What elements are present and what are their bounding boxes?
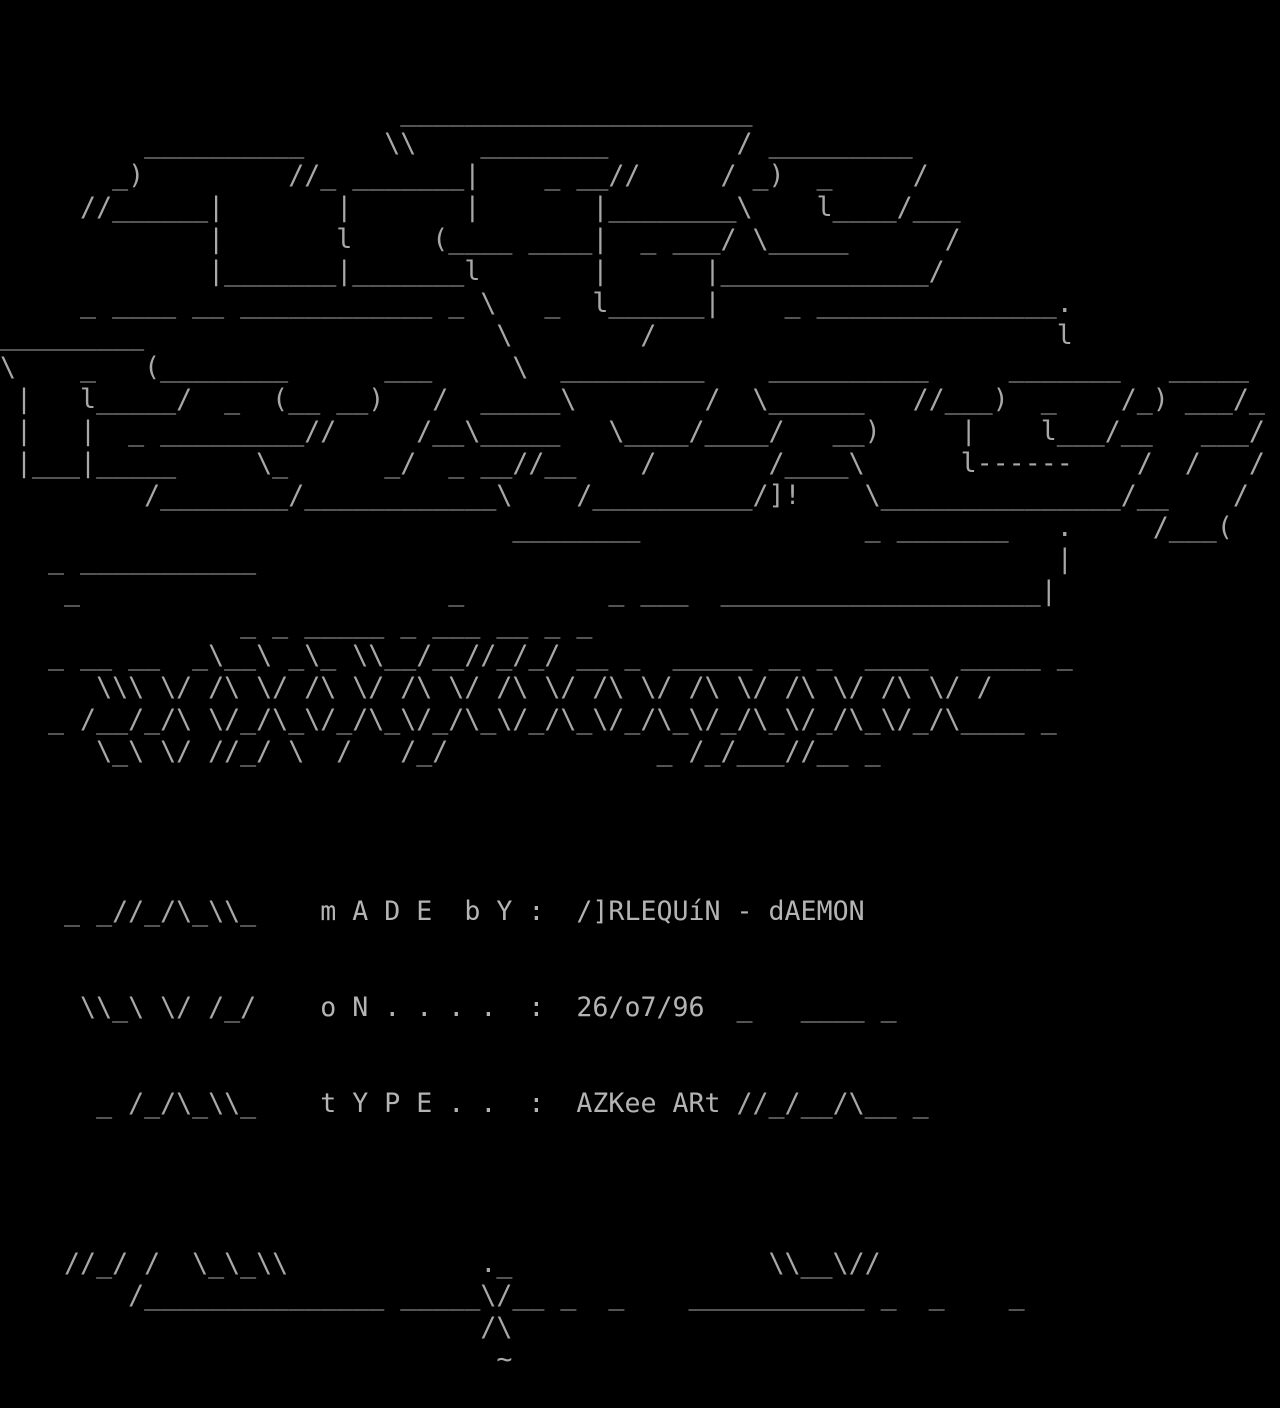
ascii-row: | l (____ ____| _ ___/ \_____ / [0,224,961,255]
ascii-row: | | _ _________// /__\_____ \____/____/ … [0,416,1265,447]
ascii-row: _ /__/_/\ \/_/\_\/_/\_\/_/\_\/_/\_\/_/\_… [0,704,1057,735]
ascii-row: __________ \\ ________ / _________ [0,128,913,159]
ascii-row: \\\ \/ /\ \/ /\ \/ /\ \/ /\ \/ /\ \/ /\ … [0,672,993,703]
ascii-row: ________ _ _______ . /___( [0,512,1233,543]
credits-block: _ _//_/\_\\_ m A D E b Y : /]RLEQUíN - d… [0,832,1280,1184]
ascii-row: _ _ _____ _ ___ __ _ _ [0,608,593,639]
type-label: t Y P E . . : [320,1088,545,1119]
credit-row-date: \\_\ \/ /_/ o N . . . . : 26/o7/96 _ ___… [0,992,1280,1024]
art-fragment: //_/__/\__ _ [720,1088,929,1119]
ascii-row: | l_____/ _ (__ __) / _____\ / \______ /… [0,384,1265,415]
ascii-row: \_\ \/ //_/ \ / /_/ _ /_/___//__ _ [0,736,881,767]
ascii-row: _ _ _ ___ ____________________| [0,576,1057,607]
terminal-screen: ______________________ __________ \\ ___… [0,64,1280,1375]
date-label: o N . . . . : [320,992,545,1023]
ascii-row: //______| | | |________\ l____/___ [0,192,961,223]
ascii-art-logo: ______________________ __________ \\ ___… [0,64,1280,768]
credit-row-author: _ _//_/\_\\_ m A D E b Y : /]RLEQUíN - d… [0,896,1280,928]
ascii-row: _ __ __ _\__\ _\_ \\__/__//_/_/ __ _ ___… [0,640,1073,671]
ascii-row: _ ___________ | [0,544,1073,575]
ascii-row: |_______|_______l | |_____________/ [0,256,945,287]
ascii-row: //_/ / \_\_\\ ._ \\__\// [0,1248,881,1279]
ascii-row: \ _ (________ ___ \ _________ __________… [0,352,1249,383]
author-label: m A D E b Y : [320,896,545,927]
author-value: /]RLEQUíN - dAEMON [576,896,865,927]
art-fragment: _ _//_/\_\\_ [0,896,321,927]
date-value: 26/o7/96 [576,992,705,1023]
ascii-row: /\ [0,1312,513,1343]
ascii-row: _) //_ _______| _ __// / _) _ / [0,160,929,191]
ascii-art-footer: //_/ / \_\_\\ ._ \\__\// /______________… [0,1248,1280,1376]
ascii-row: ______________________ [0,96,753,127]
credit-row-type: _ /_/\_\\_ t Y P E . . : AZKee ARt //_/_… [0,1088,1280,1120]
ascii-row: _ ____ __ ____________ _ \ _ l______| _ … [0,288,1073,319]
ascii-row: /_______________ _____\/__ _ _ _________… [0,1280,1025,1311]
art-fragment: \\_\ \/ /_/ [0,992,321,1023]
ascii-row: ~ [0,1344,513,1375]
ascii-row: /________/____________\ /__________/]! \… [0,480,1249,511]
ascii-row: |___|_____ \_ _/ _ __//__ / /____\ l----… [0,448,1265,479]
ascii-row: _________ \ / l [0,320,1073,351]
art-fragment: _ ____ _ [704,992,897,1023]
type-value: AZKee ARt [576,1088,721,1119]
ascii-row [0,64,1280,96]
art-fragment: _ /_/\_\\_ [0,1088,321,1119]
